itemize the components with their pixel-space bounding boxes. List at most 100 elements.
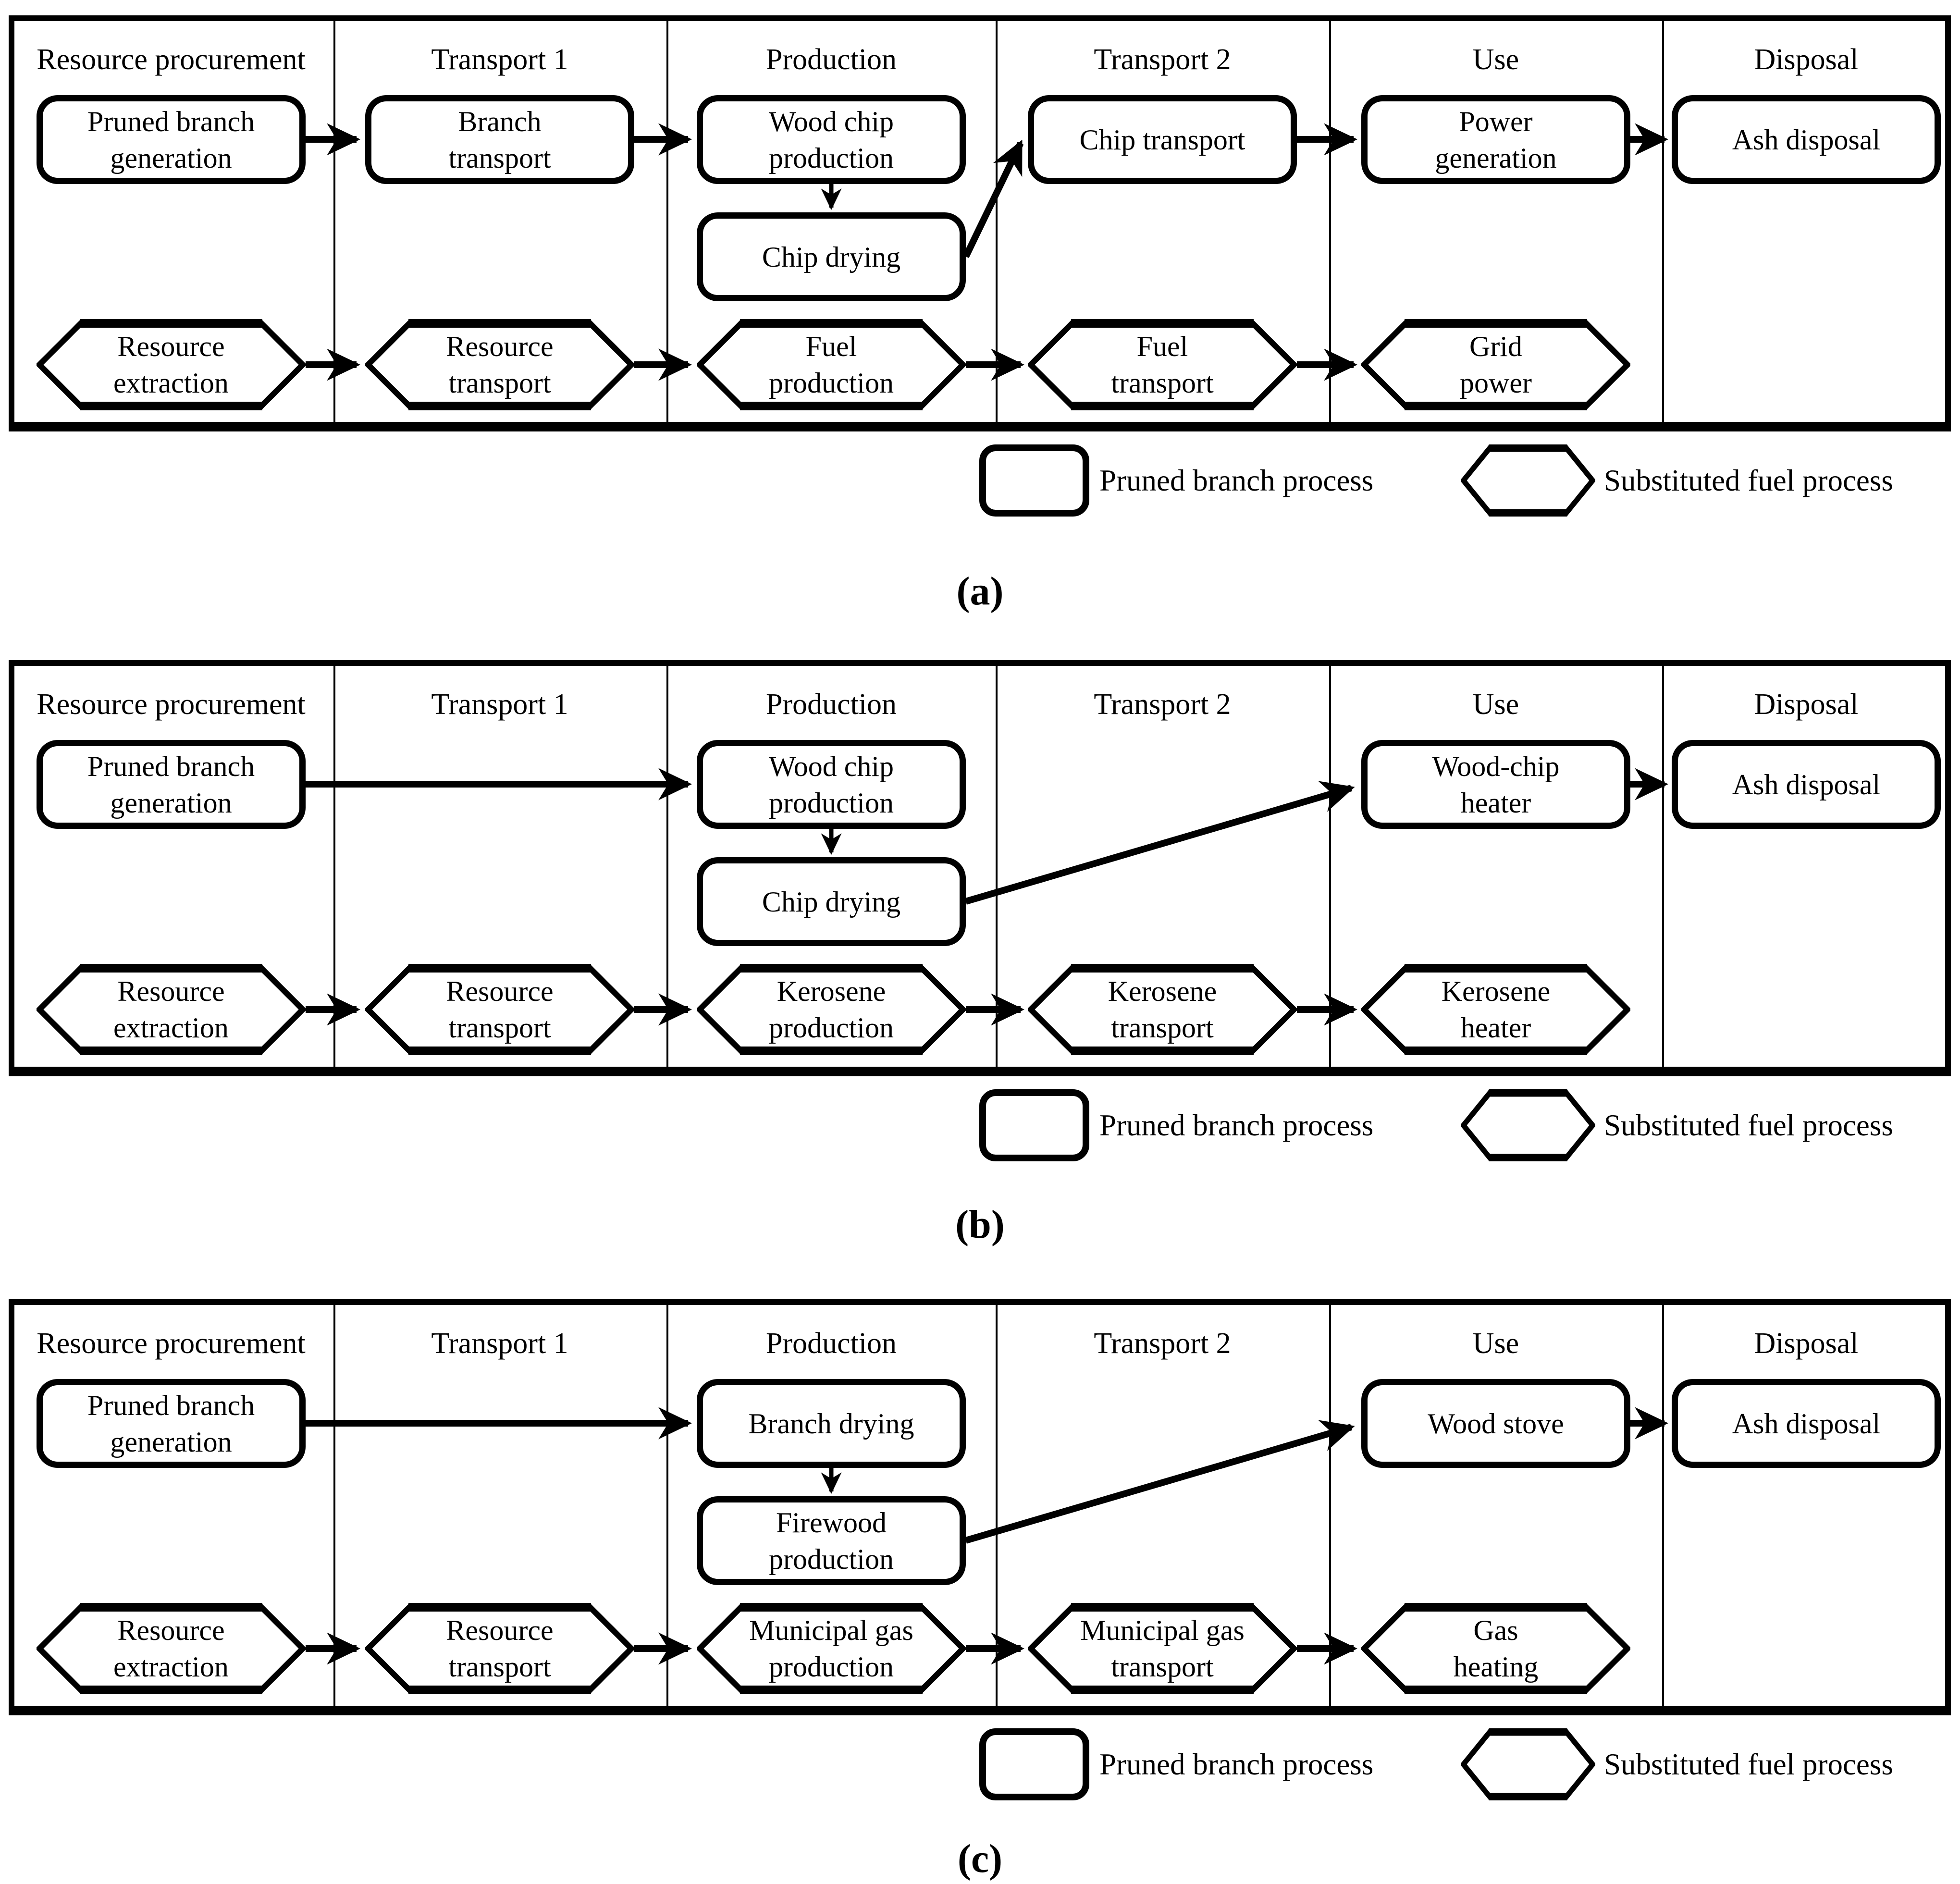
node-ash-disposal: Ash disposal <box>1672 95 1941 184</box>
legend-substituted-label: Substituted fuel process <box>1604 1747 1893 1781</box>
node-ash-disposal: Ash disposal <box>1672 1379 1941 1468</box>
node-firewood-production: Firewood production <box>697 1496 966 1585</box>
panel-b: Resource procurement Transport 1 Product… <box>9 660 1951 1076</box>
hexagon-label: Gas heating <box>1453 1614 1539 1683</box>
node-municipal-gas-transport: Municipal gas transport <box>1028 1603 1297 1694</box>
hexagon-shape <box>37 1603 306 1694</box>
arrow-drying-to-transport2 <box>962 139 1024 259</box>
panel-a: Resource procurement Transport 1 Product… <box>9 15 1951 431</box>
pruned-process-swatch-icon <box>979 1728 1089 1800</box>
node-grid-power: Grid power <box>1361 319 1630 410</box>
substituted-process-swatch-icon <box>1461 1728 1595 1800</box>
node-kerosene-transport: Kerosene transport <box>1028 964 1297 1055</box>
hexagon-label: Resource transport <box>446 1614 554 1683</box>
column-header-resource-procurement: Resource procurement <box>37 43 306 76</box>
node-wood-chip-heater: Wood-chip heater <box>1361 740 1630 829</box>
panel-label-c: (c) <box>957 1836 1003 1881</box>
legend-substituted-label: Substituted fuel process <box>1604 1108 1893 1142</box>
arrow-drying-to-use <box>965 781 1355 905</box>
hexagon-shape <box>1361 1603 1630 1694</box>
node-resource-transport: Resource transport <box>365 1603 634 1694</box>
hexagon-shape <box>1028 319 1297 410</box>
column-header-resource-procurement: Resource procurement <box>37 688 306 721</box>
column-header-resource-procurement: Resource procurement <box>37 1327 306 1360</box>
column-header-use: Use <box>1472 1327 1519 1360</box>
hexagon-label: Municipal gas transport <box>1080 1614 1245 1683</box>
column-divider <box>996 1305 998 1706</box>
column-divider <box>1329 1305 1331 1706</box>
column-header-production: Production <box>765 1327 897 1360</box>
node-municipal-gas-production: Municipal gas production <box>697 1603 966 1694</box>
node-wood-chip-production: Wood chip production <box>697 95 966 184</box>
panel-c: Resource procurement Transport 1 Product… <box>9 1299 1951 1715</box>
hexagon-label: Municipal gas production <box>749 1614 913 1683</box>
column-header-disposal: Disposal <box>1754 688 1859 721</box>
column-divider <box>1662 21 1664 422</box>
column-header-production: Production <box>765 688 897 721</box>
node-resource-transport: Resource transport <box>365 319 634 410</box>
column-divider <box>666 666 668 1067</box>
hexagon-shape <box>1028 1603 1297 1694</box>
flow-arrows <box>306 768 1669 1026</box>
hexagon-shape <box>1361 964 1630 1055</box>
hexagon-shape <box>1361 319 1630 410</box>
hexagon-label: Fuel production <box>769 331 894 399</box>
node-chip-drying: Chip drying <box>697 212 966 301</box>
node-gas-heating: Gas heating <box>1361 1603 1630 1694</box>
node-pruned-branch-generation: Pruned branch generation <box>37 95 306 184</box>
column-divider <box>666 21 668 422</box>
hexagon-label: Fuel transport <box>1111 331 1214 399</box>
column-header-transport-2: Transport 2 <box>1094 43 1231 76</box>
hexagon-shape <box>37 964 306 1055</box>
node-wood-stove: Wood stove <box>1361 1379 1630 1468</box>
hexagon-label: Resource transport <box>446 975 554 1044</box>
node-resource-extraction: Resource extraction <box>37 1603 306 1694</box>
pruned-process-swatch-icon <box>979 444 1089 517</box>
legend-pruned-label: Pruned branch process <box>1099 1108 1374 1142</box>
column-divider <box>1329 21 1331 422</box>
node-pruned-branch-generation: Pruned branch generation <box>37 1379 306 1468</box>
node-fuel-transport: Fuel transport <box>1028 319 1297 410</box>
node-branch-transport: Branch transport <box>365 95 634 184</box>
node-wood-chip-production: Wood chip production <box>697 740 966 829</box>
column-divider <box>1662 1305 1664 1706</box>
column-header-use: Use <box>1472 43 1519 76</box>
node-resource-extraction: Resource extraction <box>37 964 306 1055</box>
legend-b: Pruned branch process Substituted fuel p… <box>979 1089 1957 1161</box>
hexagon-shape <box>37 319 306 410</box>
node-power-generation: Power generation <box>1361 95 1630 184</box>
column-divider <box>1329 666 1331 1067</box>
panel-label-a: (a) <box>956 569 1004 614</box>
flow-arrows <box>306 123 1669 381</box>
node-chip-drying: Chip drying <box>697 857 966 946</box>
column-divider <box>666 1305 668 1706</box>
substituted-process-swatch-icon <box>1461 1089 1595 1161</box>
legend-pruned-label: Pruned branch process <box>1099 463 1374 497</box>
column-divider <box>333 666 335 1067</box>
node-ash-disposal: Ash disposal <box>1672 740 1941 829</box>
flow-arrows <box>306 1407 1669 1665</box>
hexagon-shape <box>365 319 634 410</box>
node-resource-transport: Resource transport <box>365 964 634 1055</box>
legend-substituted-label: Substituted fuel process <box>1604 463 1893 497</box>
legend-c: Pruned branch process Substituted fuel p… <box>979 1728 1957 1800</box>
hexagon-label: Resource extraction <box>113 975 229 1044</box>
column-header-use: Use <box>1472 688 1519 721</box>
node-resource-extraction: Resource extraction <box>37 319 306 410</box>
column-divider <box>996 21 998 422</box>
hexagon-label: Kerosene heater <box>1441 975 1551 1044</box>
hexagon-shape <box>365 1603 634 1694</box>
column-divider <box>996 666 998 1067</box>
column-divider <box>333 21 335 422</box>
arrow-firewood-to-stove <box>965 1420 1355 1544</box>
hexagon-shape <box>697 319 966 410</box>
hexagon-label: Kerosene production <box>769 975 894 1044</box>
column-header-transport-1: Transport 1 <box>431 688 568 721</box>
hexagon-label: Resource transport <box>446 331 554 399</box>
hexagon-label: Kerosene transport <box>1108 975 1217 1044</box>
hexagon-label: Resource extraction <box>113 1614 229 1683</box>
substituted-process-swatch-icon <box>1461 444 1595 517</box>
column-header-transport-2: Transport 2 <box>1094 688 1231 721</box>
node-kerosene-production: Kerosene production <box>697 964 966 1055</box>
hexagon-shape <box>697 1603 966 1694</box>
